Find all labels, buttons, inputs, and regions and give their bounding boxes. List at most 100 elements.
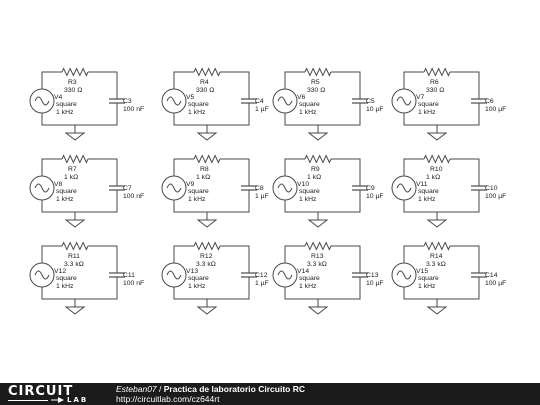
source-label: V11 <box>416 181 428 188</box>
ground-icon <box>307 219 329 228</box>
wire <box>41 190 118 213</box>
wire <box>88 158 118 186</box>
wire <box>284 71 305 89</box>
resistor-symbol <box>193 154 221 164</box>
wire <box>220 71 250 99</box>
source-label: V10 <box>297 181 309 188</box>
resistor-label: R9 <box>311 166 320 173</box>
wire <box>41 71 62 89</box>
wire <box>450 158 480 186</box>
wire <box>403 190 480 213</box>
wire <box>173 190 250 213</box>
capacitor-label: C10 <box>485 185 498 192</box>
capacitor-value: 100 nF <box>123 106 144 113</box>
wire <box>284 190 361 213</box>
ground-icon <box>196 132 218 141</box>
capacitor-label: C3 <box>123 98 132 105</box>
source-waveform: square <box>418 275 439 282</box>
wire <box>173 245 194 263</box>
resistor-symbol <box>61 241 89 251</box>
resistor-value: 3.3 kΩ <box>426 261 446 268</box>
resistor-value: 3.3 kΩ <box>64 261 84 268</box>
source-waveform: square <box>56 101 77 108</box>
wire <box>88 245 118 273</box>
ground-icon <box>426 306 448 315</box>
wire <box>173 71 194 89</box>
capacitor-label: C12 <box>255 272 268 279</box>
sine-wave-icon <box>34 183 50 193</box>
footer-title-line: Esteban07 / Practica de laboratorio Circ… <box>116 384 305 394</box>
source-frequency: 1 kHz <box>56 196 74 203</box>
wire <box>173 277 250 300</box>
ground-icon <box>307 132 329 141</box>
wire <box>403 245 424 263</box>
source-frequency: 1 kHz <box>299 109 317 116</box>
resistor-value: 330 Ω <box>426 87 444 94</box>
resistor-label: R11 <box>68 253 80 260</box>
capacitor-label: C14 <box>485 272 498 279</box>
wire <box>41 103 118 126</box>
capacitor-value: 1 µF <box>255 280 269 287</box>
resistor-symbol <box>423 154 451 164</box>
logo-arrow-icon <box>51 397 64 403</box>
resistor-symbol <box>304 67 332 77</box>
resistor-value: 330 Ω <box>307 87 325 94</box>
author-link[interactable]: Esteban07 <box>116 384 157 394</box>
sine-wave-icon <box>34 96 50 106</box>
capacitor-value: 100 nF <box>123 193 144 200</box>
capacitor-value: 1 µF <box>255 106 269 113</box>
sine-wave-icon <box>396 270 412 280</box>
wire <box>88 71 118 99</box>
resistor-symbol <box>193 67 221 77</box>
resistor-label: R3 <box>68 79 77 86</box>
resistor-label: R12 <box>200 253 213 260</box>
resistor-label: R5 <box>311 79 320 86</box>
capacitor-value: 10 µF <box>366 106 384 113</box>
capacitor-value: 100 nF <box>123 280 144 287</box>
ground-icon <box>64 219 86 228</box>
resistor-symbol <box>423 67 451 77</box>
ground-icon <box>426 132 448 141</box>
source-waveform: square <box>299 101 320 108</box>
resistor-symbol <box>61 67 89 77</box>
logo-sub: LAB <box>67 396 89 404</box>
source-label: V5 <box>186 94 195 101</box>
wire <box>173 158 194 176</box>
resistor-label: R13 <box>311 253 324 260</box>
sine-wave-icon <box>277 96 293 106</box>
resistor-symbol <box>423 241 451 251</box>
source-frequency: 1 kHz <box>299 196 317 203</box>
source-frequency: 1 kHz <box>188 109 206 116</box>
resistor-symbol <box>61 154 89 164</box>
capacitor-label: C11 <box>123 272 135 279</box>
wire <box>331 71 361 99</box>
source-waveform: square <box>56 188 77 195</box>
sine-wave-icon <box>166 96 182 106</box>
resistor-symbol <box>193 241 221 251</box>
capacitor-label: C7 <box>123 185 132 192</box>
source-label: V13 <box>186 268 198 275</box>
wire <box>41 158 62 176</box>
source-label: V14 <box>297 268 309 275</box>
wire <box>220 245 250 273</box>
capacitor-value: 1 µF <box>255 193 269 200</box>
circuit-title[interactable]: Practica de laboratorio Circuito RC <box>163 384 305 394</box>
circuit-url[interactable]: http://circuitlab.com/cz644rt <box>116 394 220 404</box>
resistor-value: 1 kΩ <box>426 174 440 181</box>
source-waveform: square <box>56 275 77 282</box>
sine-wave-icon <box>34 270 50 280</box>
ground-icon <box>64 306 86 315</box>
ground-icon <box>307 306 329 315</box>
circuitlab-logo[interactable]: CIRCUIT LAB <box>8 384 108 404</box>
logo-word: CIRCUIT <box>8 384 74 399</box>
resistor-value: 330 Ω <box>196 87 214 94</box>
sine-wave-icon <box>166 183 182 193</box>
ground-icon <box>64 132 86 141</box>
